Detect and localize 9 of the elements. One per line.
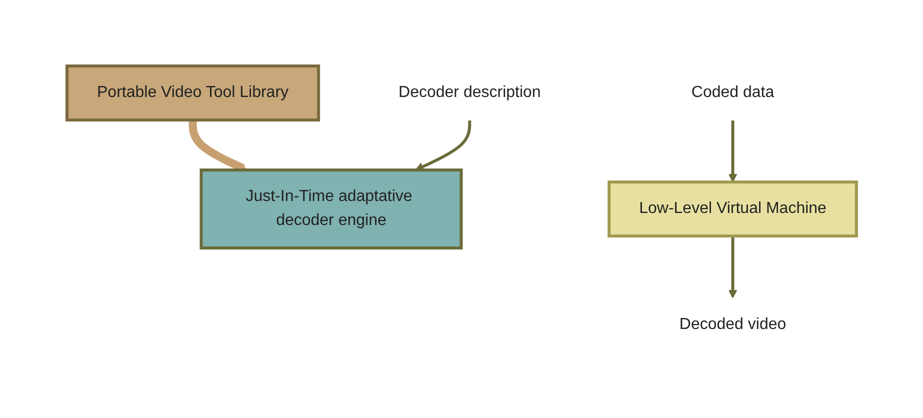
arrow (728, 120, 737, 182)
node-text: Decoder description (398, 84, 541, 101)
node-text: Coded data (691, 84, 774, 101)
node-box: Just-In-Time adaptative decoder engine (200, 168, 462, 250)
node-text: Decoded video (679, 316, 786, 333)
arrow (728, 236, 737, 298)
node-box: Portable Video Tool Library (65, 64, 320, 122)
node-box: Low-Level Virtual Machine (607, 180, 858, 238)
arrow (414, 120, 471, 171)
